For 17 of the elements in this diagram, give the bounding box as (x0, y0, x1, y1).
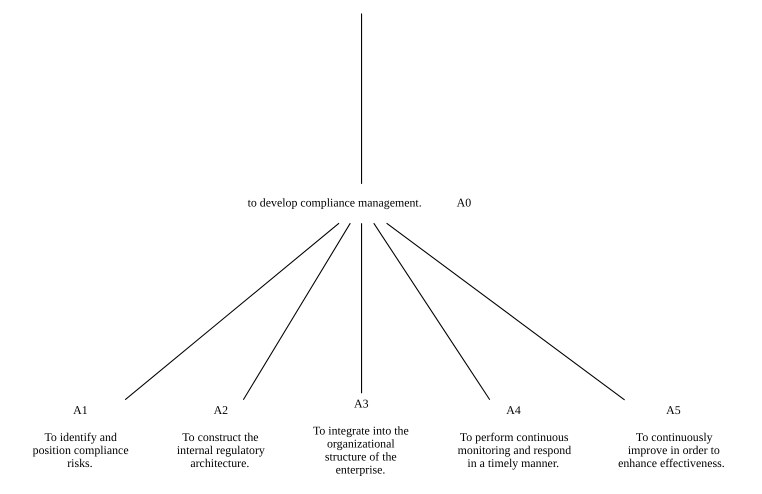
node-label: To identify and position compliance risks. (32, 430, 129, 470)
node-label: To perform continuous monitoring and respond in a timely manner. (458, 430, 572, 470)
connector (386, 222, 625, 400)
node-text: A4 (506, 402, 521, 417)
node-label: To integrate into the organizational structure of the enterprise. (312, 424, 409, 477)
node-text: A1 (73, 402, 88, 417)
node-text: A5 (666, 402, 681, 417)
connector (361, 14, 362, 184)
connector (373, 222, 490, 400)
connector (242, 222, 351, 400)
node-text: A2 (214, 402, 228, 417)
node-text: A3 (354, 396, 369, 410)
connector (124, 222, 340, 400)
node-text: to develop compliance management. A0 (248, 196, 472, 210)
node-label: To construct the internal regulatory architecture. (176, 430, 265, 470)
node-label: To continuously improve in order to enhance effectiveness. (618, 430, 725, 470)
connector (361, 223, 362, 394)
